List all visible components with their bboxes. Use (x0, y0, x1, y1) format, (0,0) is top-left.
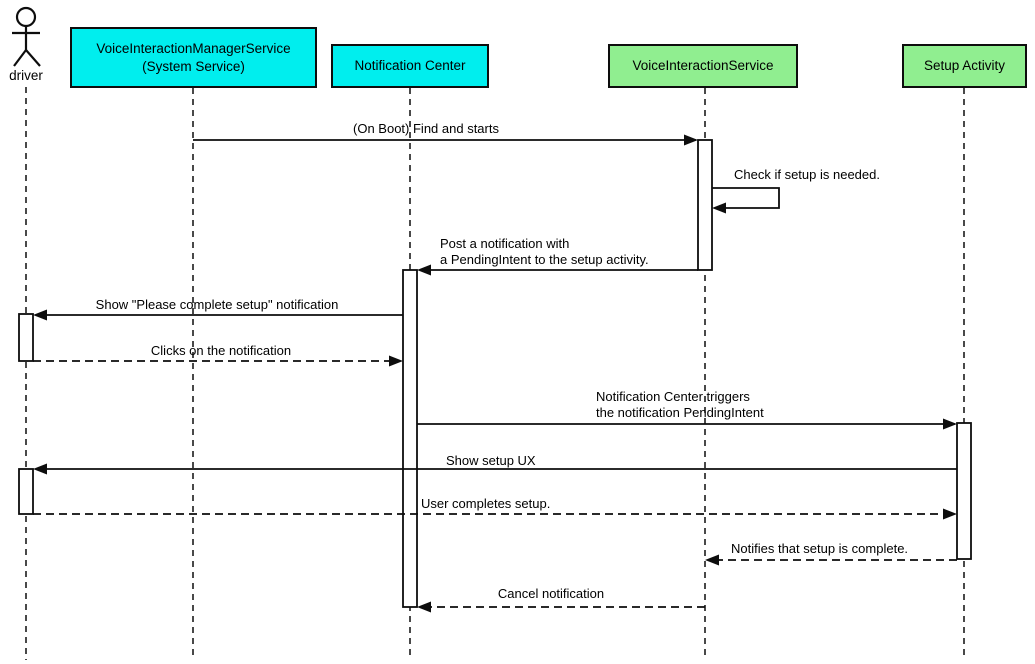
actor-leg-right (25, 49, 41, 67)
arrowhead-notifies-complete (705, 554, 719, 566)
message-label-trigger-pendingintent: Notification Center triggers the notific… (596, 389, 764, 420)
message-label-check-setup: Check if setup is needed. (734, 167, 880, 182)
participant-voice-interaction-service: VoiceInteractionService (608, 44, 798, 88)
participant-voice-interaction-manager-service: VoiceInteractionManagerService (System S… (70, 27, 317, 88)
activation-bars (18, 139, 972, 608)
message-label-user-completes-setup: User completes setup. (421, 496, 551, 511)
arrowhead-user-completes-setup (943, 508, 957, 520)
message-arrowheads (33, 134, 957, 613)
activation-driver-1 (18, 313, 34, 362)
arrowhead-clicks-notification (389, 355, 403, 367)
participant-setup-activity: Setup Activity (902, 44, 1027, 88)
arrowhead-trigger-pendingintent (943, 418, 957, 430)
message-line-check-setup-self (712, 187, 780, 209)
message-label-cancel-notification: Cancel notification (497, 586, 605, 601)
activation-voice-interaction-service (697, 139, 713, 271)
message-label-show-setup-ux: Show setup UX (446, 453, 536, 468)
participant-driver-label: driver (9, 68, 43, 83)
message-label-on-boot: (On Boot) Find and starts (353, 121, 499, 136)
arrowhead-check-setup (712, 202, 726, 214)
message-label-notifies-complete: Notifies that setup is complete. (731, 541, 909, 556)
activation-notification-center (402, 269, 418, 608)
message-lines (33, 139, 957, 608)
arrowhead-cancel-notification (417, 601, 431, 613)
message-label-show-setup-notification: Show "Please complete setup" notificatio… (95, 297, 339, 312)
actor-figure-driver (12, 6, 41, 67)
arrowhead-show-setup-notification (33, 309, 47, 321)
activation-driver-2 (18, 468, 34, 515)
actor-head (15, 6, 37, 28)
arrowhead-show-setup-ux (33, 463, 47, 475)
message-label-post-notification: Post a notification with a PendingIntent… (440, 236, 649, 267)
actor-leg-left (13, 49, 27, 67)
activation-setup-activity (956, 422, 972, 560)
participant-notification-center: Notification Center (331, 44, 489, 88)
message-label-clicks-notification: Clicks on the notification (150, 343, 292, 358)
arrowhead-on-boot (684, 134, 698, 146)
arrowhead-post-notification (417, 264, 431, 276)
